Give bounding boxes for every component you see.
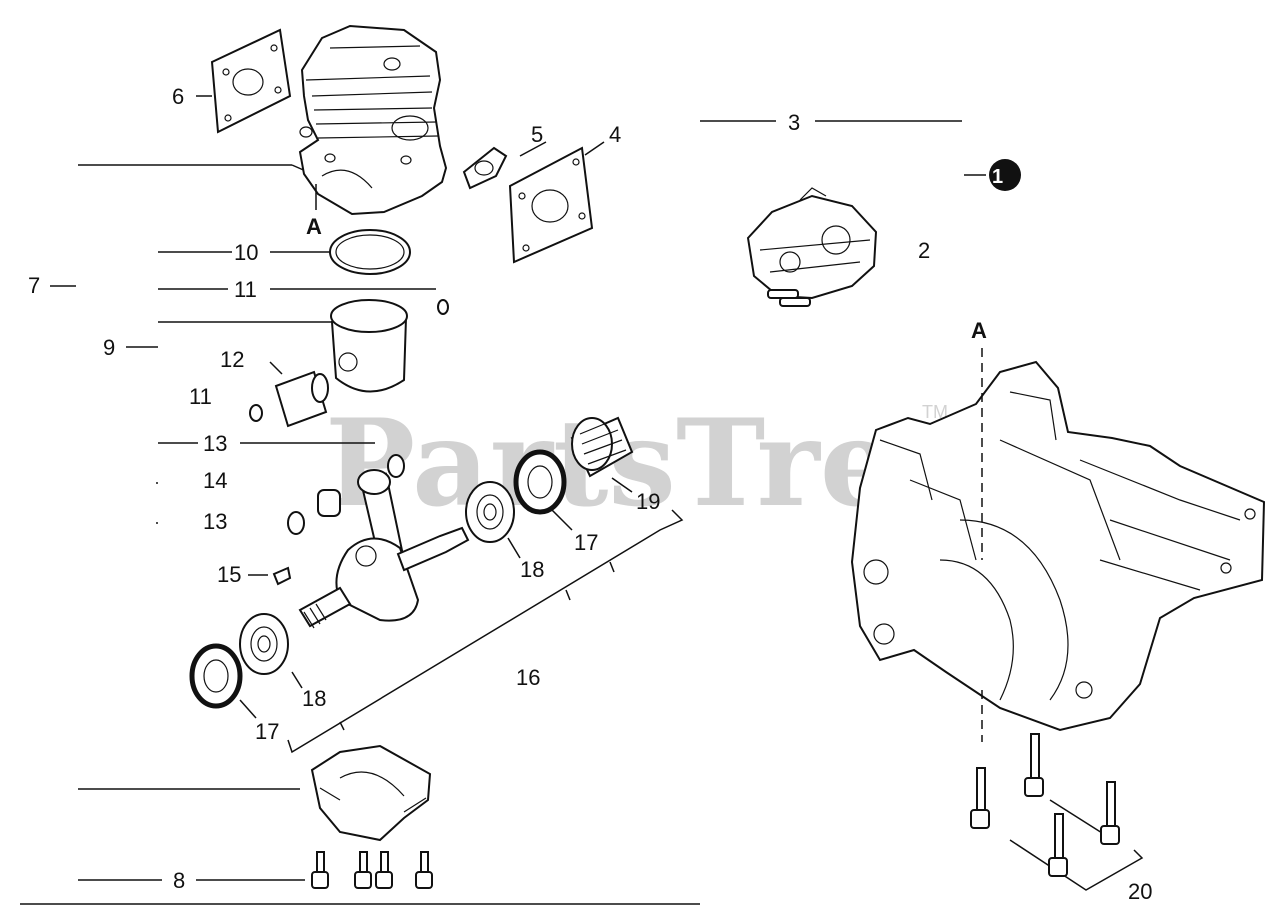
callout-4: 4 xyxy=(609,122,621,147)
circlip-11-right xyxy=(437,299,449,315)
circlip-11-left xyxy=(249,404,263,422)
piston-9 xyxy=(330,299,408,393)
callout-1: 1 xyxy=(992,166,1003,188)
callout-5: 5 xyxy=(531,122,543,147)
callout-15: 15 xyxy=(217,562,241,587)
callout-9: 9 xyxy=(103,335,115,360)
callout-13-top: 13 xyxy=(203,431,227,456)
callout-16: 16 xyxy=(516,665,540,690)
callout-13-bottom: 13 xyxy=(203,509,227,534)
callout-20: 20 xyxy=(1128,879,1152,904)
callout-1-badge xyxy=(989,159,1021,191)
bearing-18-right xyxy=(465,481,515,543)
gasket-6 xyxy=(210,28,292,134)
watermark-trademark: TM xyxy=(922,402,948,422)
oil-seal-17-right xyxy=(513,449,567,515)
engine-crankcase xyxy=(850,360,1266,732)
gasket-5 xyxy=(462,146,508,190)
plate-4 xyxy=(508,146,594,264)
washers-13-14 xyxy=(287,454,405,535)
spring-19 xyxy=(570,416,634,478)
carburetor-2 xyxy=(746,187,878,307)
callout-11-left: 11 xyxy=(189,384,212,409)
cylinder xyxy=(298,24,448,216)
oil-seal-17-left xyxy=(189,643,243,709)
callout-17-right: 17 xyxy=(574,530,598,555)
piston-pin-12 xyxy=(274,370,329,428)
callout-labels: 1 2 3 4 5 6 7 8 9 10 11 11 12 13 13 14 1… xyxy=(28,84,1152,904)
callout-2: 2 xyxy=(918,238,930,263)
key-15 xyxy=(272,566,292,586)
callout-19: 19 xyxy=(636,489,660,514)
crankcase-half xyxy=(310,744,432,842)
reference-a-left: A xyxy=(306,214,322,239)
callout-6: 6 xyxy=(172,84,184,109)
callout-3: 3 xyxy=(788,110,800,135)
screws-8 xyxy=(311,851,433,889)
callout-18-right: 18 xyxy=(520,557,544,582)
callout-11-top: 11 xyxy=(234,277,257,302)
callout-18-left: 18 xyxy=(302,686,326,711)
crankshaft xyxy=(298,469,470,629)
reference-a-right: A xyxy=(971,318,987,343)
bearing-18-left xyxy=(239,613,289,675)
callout-17-left: 17 xyxy=(255,719,279,744)
callout-14: 14 xyxy=(203,468,227,493)
callout-8: 8 xyxy=(173,868,185,893)
callout-7: 7 xyxy=(28,273,40,298)
piston-ring-10 xyxy=(329,229,411,275)
callout-10: 10 xyxy=(234,240,258,265)
bolts-20 xyxy=(970,733,1120,877)
callout-12: 12 xyxy=(220,347,244,372)
